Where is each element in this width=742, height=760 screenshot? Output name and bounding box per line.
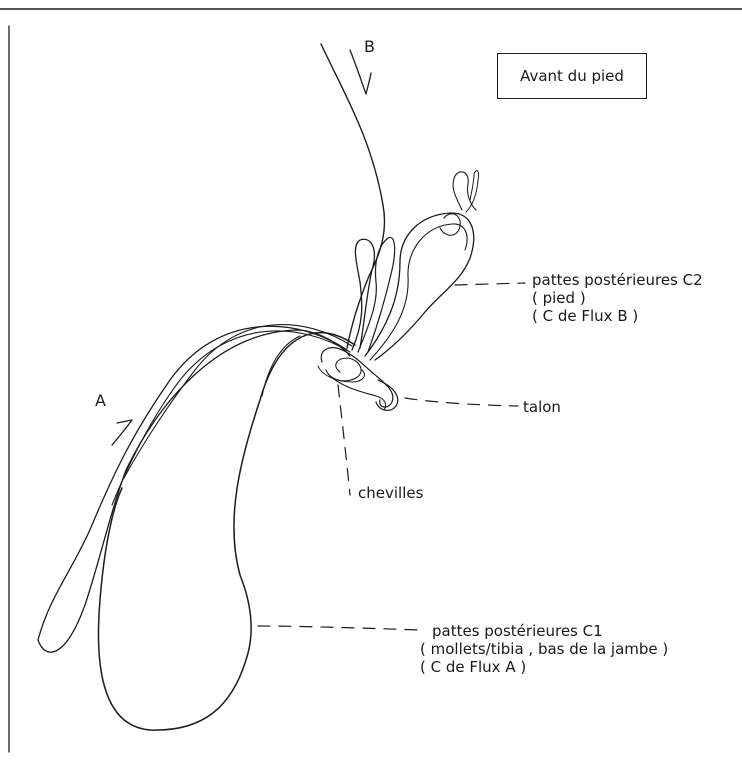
leader-c2 (455, 283, 525, 285)
talon-label: talon (523, 398, 561, 416)
chevilles-label: chevilles (358, 484, 423, 502)
stream-b-label: B (364, 38, 375, 56)
foot-petal-3 (365, 213, 474, 360)
heel-curl (376, 380, 398, 410)
stream-a-label: A (95, 392, 106, 410)
foot-petal-2 (358, 237, 395, 352)
c2-label-line-3: ( C de Flux B ) (532, 307, 638, 325)
front-of-foot-label: Avant du pied (520, 67, 624, 85)
foot-petal-4 (370, 224, 467, 360)
c2-label-line-2: ( pied ) (532, 289, 586, 307)
foot-petal-1 (352, 239, 374, 350)
stream-b-arrow (350, 50, 371, 94)
c1-label-line-1: pattes postérieures C1 (432, 622, 603, 640)
c2-label-line-1: pattes postérieures C2 (532, 271, 703, 289)
c1-label-line-2: ( mollets/tibia , bas de la jambe ) (420, 640, 668, 658)
stream-a-strand-1 (38, 326, 350, 652)
calf-loop-inner (262, 336, 300, 396)
leader-talon (405, 398, 518, 406)
stream-a-arrow (112, 420, 132, 445)
calf-loop (98, 333, 355, 731)
toe-curl-2 (453, 172, 476, 210)
front-of-foot-box: Avant du pied (497, 53, 647, 99)
c1-label-line-3: ( C de Flux A ) (420, 658, 526, 676)
stream-a-strand-3 (124, 325, 352, 478)
leader-c1 (258, 626, 420, 630)
ankle-knot-4 (318, 366, 364, 382)
leader-chevilles (338, 385, 350, 495)
stream-a-strand-2 (112, 331, 350, 505)
